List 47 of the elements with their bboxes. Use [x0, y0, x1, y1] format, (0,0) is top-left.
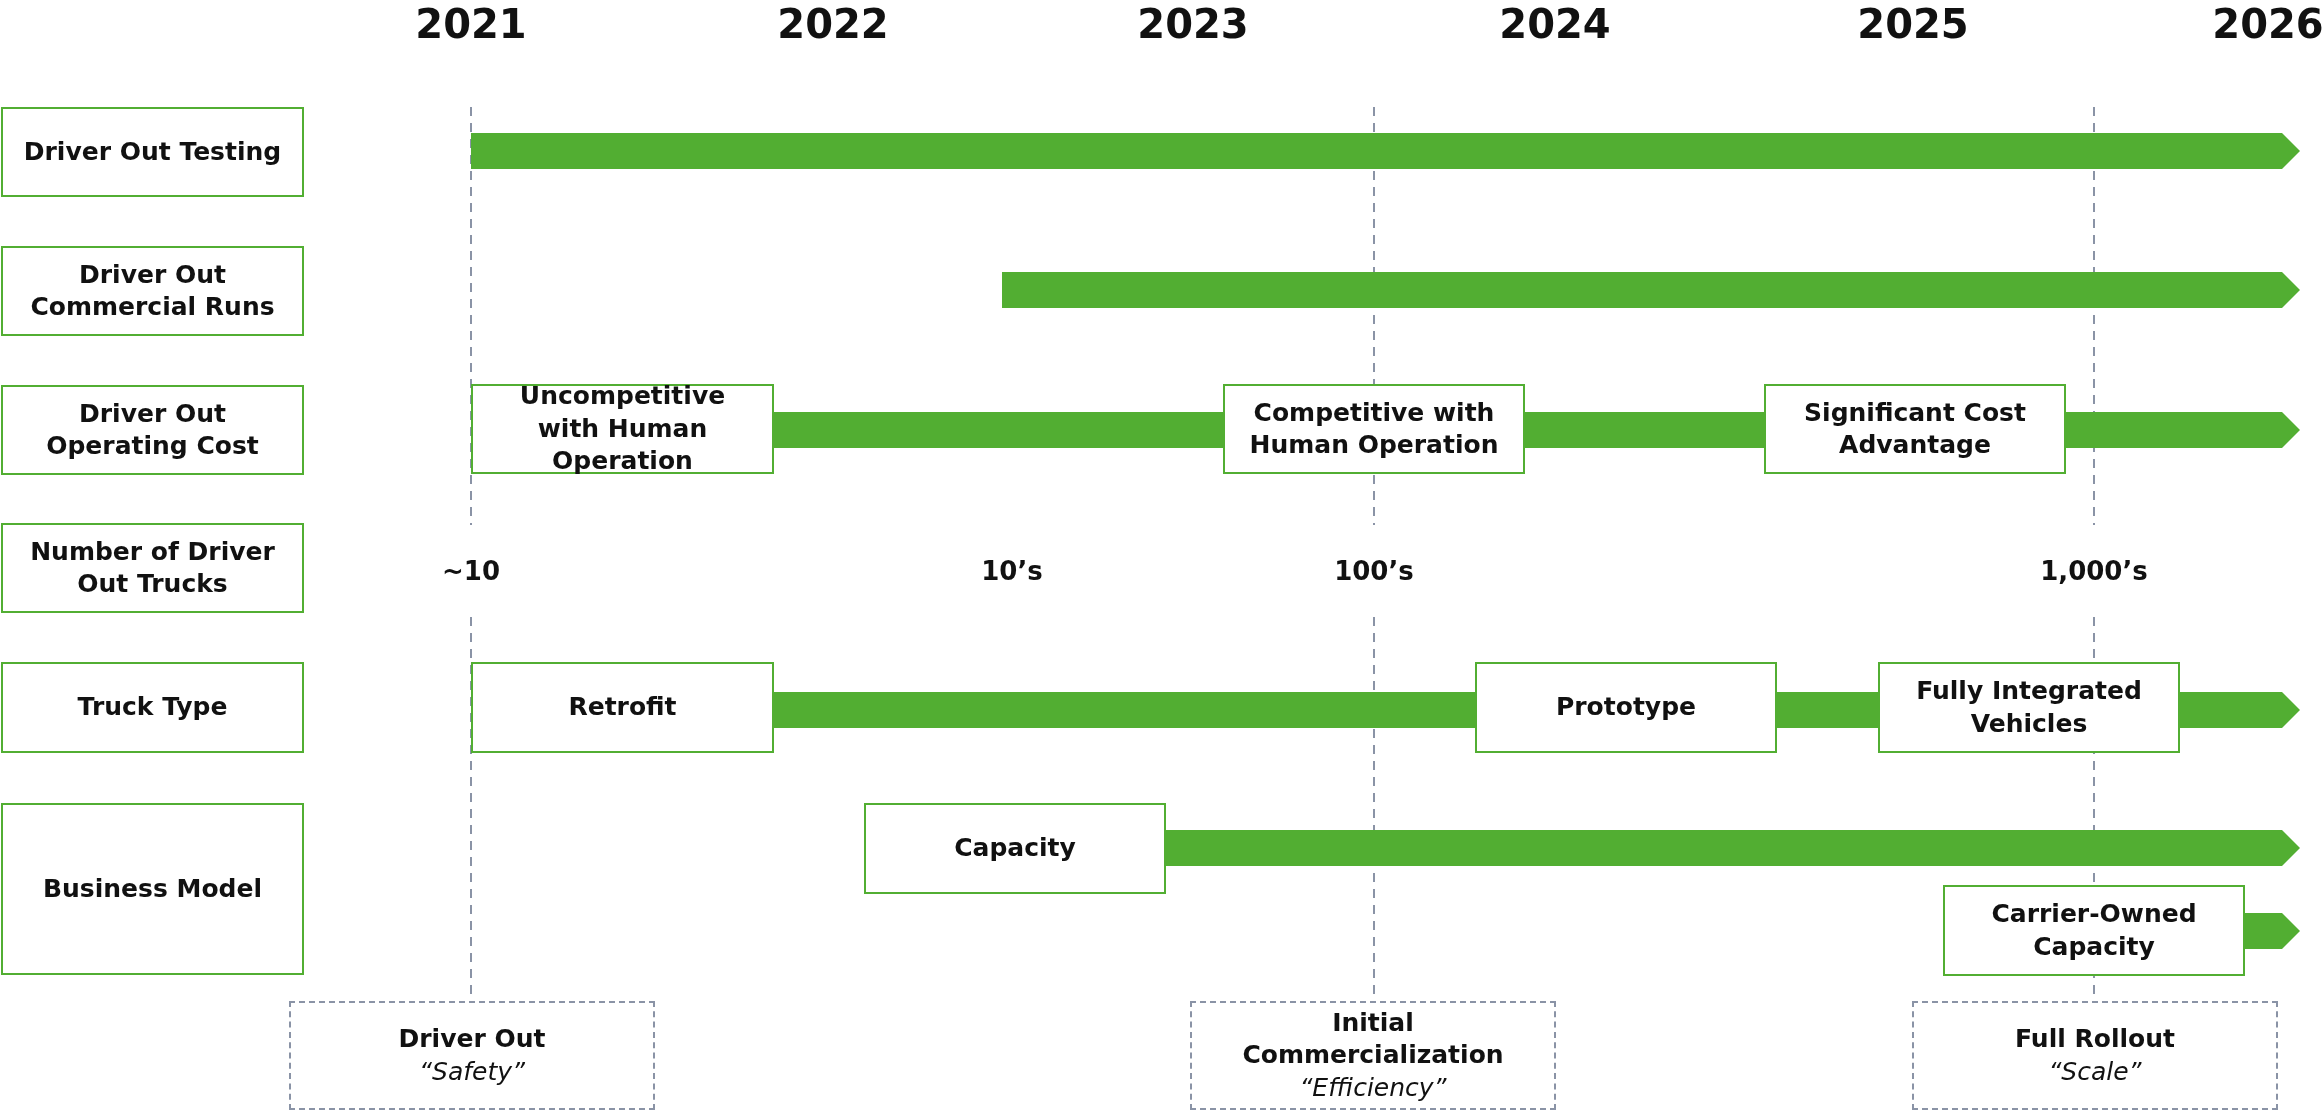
row-header-box [1, 523, 304, 613]
milestone-box [1475, 662, 1777, 753]
milestone-box [1943, 885, 2245, 976]
box-label: Driver Out [397, 1023, 547, 1055]
truck-count-label: 100’s [1334, 556, 1414, 586]
row-header-box [1, 107, 304, 197]
row-header-box [1, 662, 304, 753]
box-label: Retrofit [567, 691, 678, 724]
year-label: 2024 [1499, 1, 1611, 47]
box-label: Driver Out Commercial Runs [29, 258, 276, 323]
box-label: Significant Cost Advantage [1803, 396, 2027, 461]
truck-count-label: ~10 [442, 556, 500, 586]
box-label: Number of Driver Out Trucks [29, 535, 276, 600]
box-label: Carrier-Owned Capacity [1990, 898, 2198, 963]
phase-subtitle: “Scale” [2047, 1055, 2143, 1088]
phase-box [1912, 1001, 2278, 1110]
truck-count-label: 1,000’s [2040, 556, 2148, 586]
box-label: Driver Out Testing [22, 135, 283, 168]
year-label: 2022 [777, 1, 889, 47]
box-label: Fully Integrated Vehicles [1915, 675, 2143, 740]
milestone-box [864, 803, 1166, 894]
box-label: Driver Out Operating Cost [45, 397, 260, 462]
year-label: 2026 [2212, 1, 2324, 47]
box-label: Business Model [42, 872, 263, 905]
year-label: 2023 [1137, 1, 1249, 47]
box-label: Full Rollout [2014, 1023, 2176, 1055]
phase-subtitle: “Efficiency” [1298, 1071, 1448, 1104]
row-header-box [1, 803, 304, 975]
milestone-box [1764, 384, 2066, 474]
milestone-box [1223, 384, 1525, 474]
box-label: Truck Type [76, 691, 229, 724]
milestone-box [471, 662, 774, 753]
box-label: Initial Commercialization [1241, 1006, 1505, 1072]
year-label: 2021 [415, 1, 527, 47]
milestone-box [471, 384, 774, 474]
year-label: 2025 [1857, 1, 1969, 47]
row-header-box [1, 385, 304, 475]
phase-box [1190, 1001, 1556, 1110]
box-label: Competitive with Human Operation [1248, 396, 1500, 461]
phase-box [289, 1001, 655, 1110]
box-label: Capacity [953, 832, 1077, 865]
box-label: Uncompetitive with Human Operation [518, 380, 727, 478]
box-label: Prototype [1554, 691, 1698, 724]
milestone-box [1878, 662, 2180, 753]
phase-subtitle: “Safety” [418, 1055, 526, 1088]
truck-count-label: 10’s [981, 556, 1043, 586]
row-header-box [1, 246, 304, 336]
